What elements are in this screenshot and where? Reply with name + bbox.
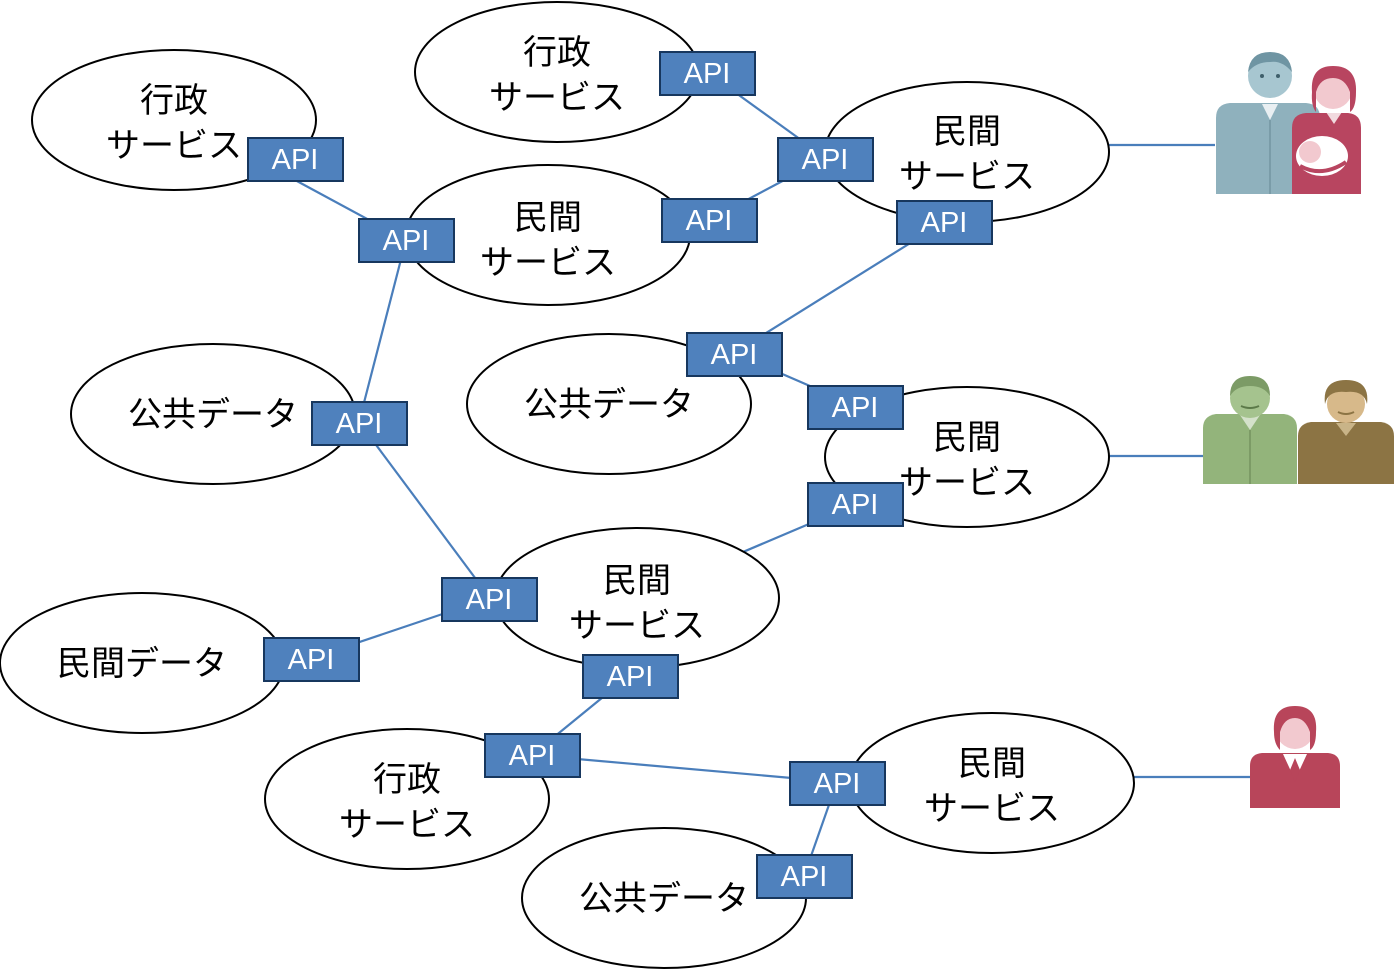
api-box: API	[311, 401, 408, 446]
node-label-line: サービス	[924, 789, 1060, 829]
node-label-line: 公共データ	[579, 879, 749, 919]
node-label-line: サービス	[899, 157, 1035, 197]
node-label-line: サービス	[339, 805, 475, 845]
api-box: API	[807, 385, 904, 430]
api-label: API	[607, 661, 654, 693]
node-label-line: サービス	[106, 126, 242, 166]
api-label: API	[832, 392, 879, 424]
woman-icon	[1250, 706, 1340, 808]
api-box: API	[358, 218, 455, 263]
service-node: 行政 サービス	[264, 728, 550, 870]
node-label-line: サービス	[489, 78, 625, 118]
api-label: API	[814, 768, 861, 800]
api-label: API	[466, 584, 513, 616]
node-label-line: 公共データ	[524, 385, 694, 425]
service-node: 行政 サービス	[414, 1, 700, 143]
service-node: 民間 サービス	[849, 712, 1135, 854]
node-label-line: 公共データ	[128, 395, 298, 435]
api-label: API	[509, 740, 556, 772]
node-label-line: サービス	[899, 463, 1035, 503]
node-label-line: 民間	[603, 561, 671, 601]
node-label-line: サービス	[480, 243, 616, 283]
api-box: API	[659, 51, 756, 96]
api-label: API	[686, 205, 733, 237]
api-boxes: API API API API API API API API API API …	[247, 51, 993, 899]
node-label-line: 民間	[958, 744, 1026, 784]
api-box: API	[807, 482, 904, 527]
api-label: API	[802, 144, 849, 176]
api-label: API	[921, 207, 968, 239]
family-icon	[1216, 52, 1361, 194]
node-label-line: 行政	[140, 81, 208, 121]
api-box: API	[686, 332, 783, 377]
data-node: 民間データ	[0, 592, 285, 734]
api-box: API	[484, 733, 581, 778]
api-box: API	[247, 137, 344, 182]
api-box: API	[661, 198, 758, 243]
api-box: API	[441, 577, 538, 622]
data-node: 公共データ	[521, 827, 807, 969]
node-label-line: サービス	[569, 606, 705, 646]
node-label-line: 民間データ	[57, 644, 227, 684]
node-label-line: 行政	[373, 760, 441, 800]
api-box: API	[582, 654, 679, 699]
api-box: API	[263, 637, 360, 682]
api-label: API	[336, 408, 383, 440]
node-label-line: 民間	[933, 418, 1001, 458]
service-node: 民間 サービス	[494, 527, 780, 669]
elderly-couple-icon	[1203, 376, 1394, 484]
api-box: API	[756, 854, 853, 899]
node-label-line: 民間	[514, 198, 582, 238]
service-node: 行政 サービス	[31, 49, 317, 191]
node-label-line: 民間	[933, 112, 1001, 152]
api-label: API	[711, 339, 758, 371]
api-box: API	[777, 137, 874, 182]
data-node: 公共データ	[70, 343, 356, 485]
api-label: API	[684, 58, 731, 90]
data-node: 公共データ	[466, 333, 752, 475]
api-box: API	[896, 200, 993, 245]
api-box: API	[789, 761, 886, 806]
api-label: API	[383, 225, 430, 257]
api-label: API	[781, 861, 828, 893]
api-label: API	[272, 144, 319, 176]
node-label-line: 行政	[523, 33, 591, 73]
api-label: API	[288, 644, 335, 676]
api-label: API	[832, 489, 879, 521]
